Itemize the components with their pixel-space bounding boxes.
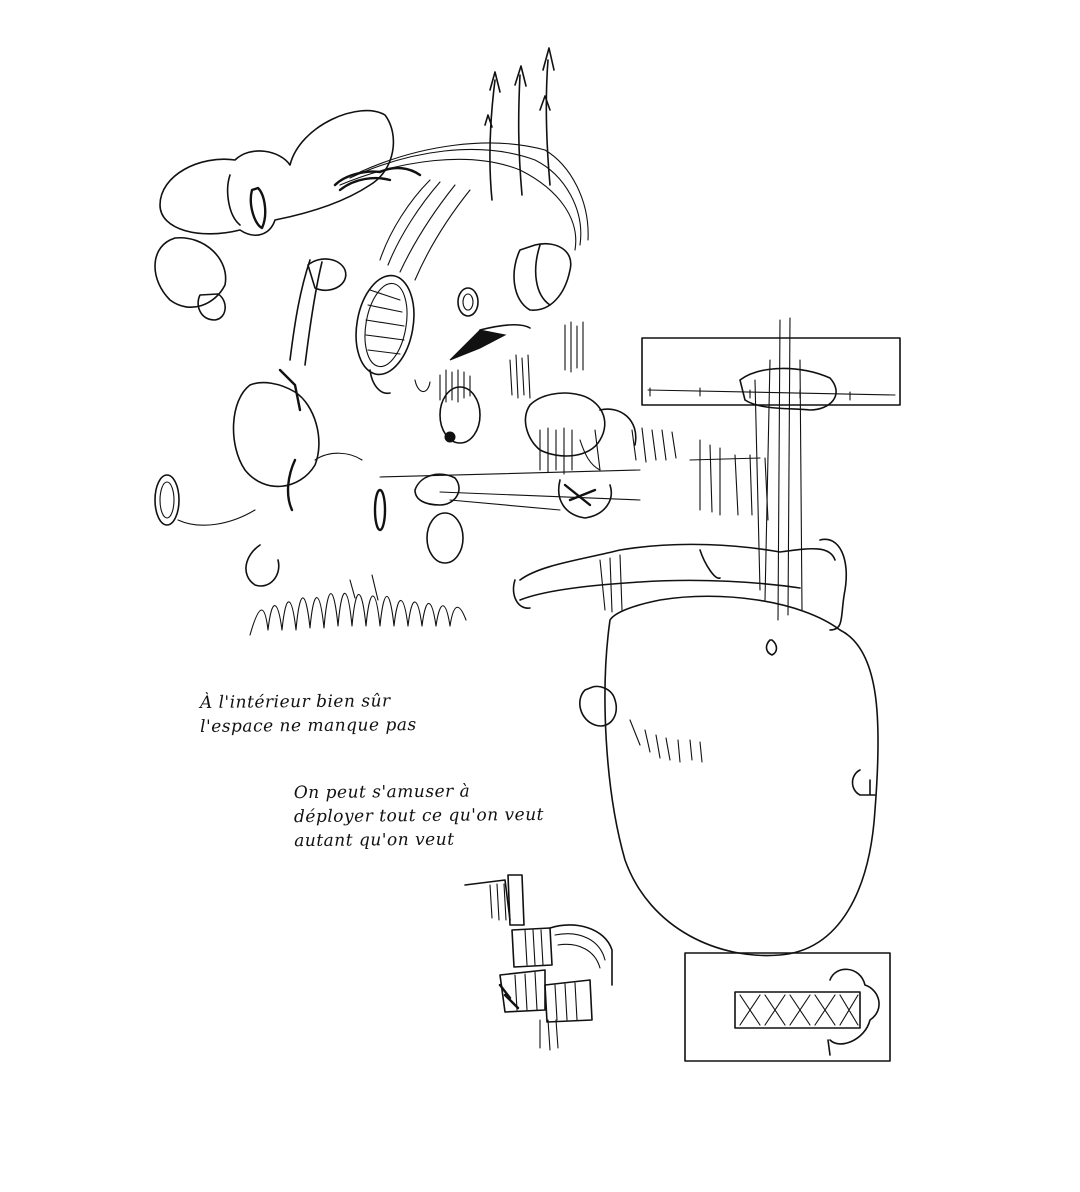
sweeping-strokes: [333, 142, 589, 311]
large-oval: [579, 595, 879, 957]
cloud-forms-left: [154, 109, 395, 321]
upward-arrows: [484, 47, 555, 201]
top-right-frame: [641, 337, 901, 406]
handwritten-note-deploy: On peut s'amuser à déployer tout ce qu'o…: [294, 779, 545, 853]
handwritten-note-interior: À l'intérieur bien sûr l'espace ne manqu…: [200, 689, 417, 739]
central-oval: [355, 274, 415, 395]
stacked-blocks: [464, 874, 613, 1051]
note-line: On peut s'amuser à: [293, 781, 471, 804]
middle-band: [512, 538, 847, 631]
note-line: autant qu'on veut: [294, 829, 455, 852]
note-line: À l'intérieur bien sûr: [199, 691, 391, 713]
note-line: l'espace ne manque pas: [200, 715, 417, 737]
bottom-right-frame: [684, 952, 891, 1062]
hatched-marks: [414, 321, 584, 403]
left-column: [154, 258, 347, 587]
middle-ensemble: [524, 392, 677, 519]
connector-lines: [314, 452, 641, 511]
small-circles: [373, 287, 531, 564]
grass-row: [249, 574, 467, 636]
note-line: déployer tout ce qu'on veut: [293, 804, 545, 828]
vertical-threads: [689, 317, 837, 656]
